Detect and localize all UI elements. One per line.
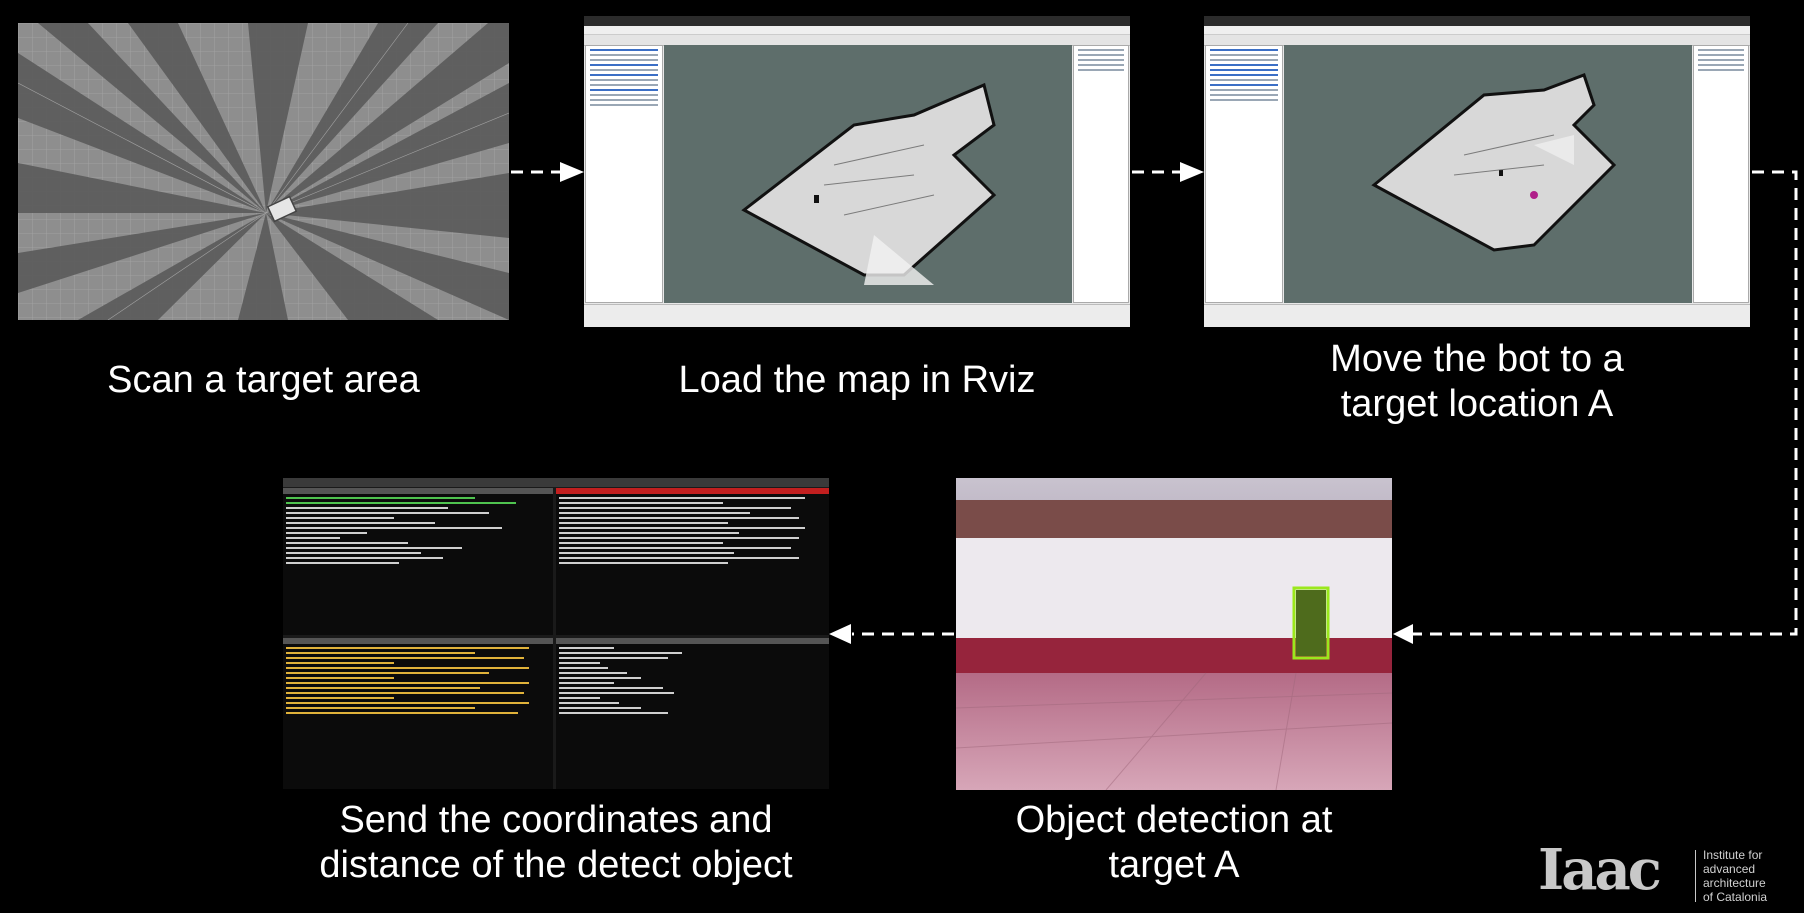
scan-image bbox=[18, 23, 509, 320]
terminal-screenshot bbox=[283, 478, 829, 789]
object-detection-photo bbox=[956, 478, 1392, 790]
terminal-top-right bbox=[556, 488, 829, 635]
rviz-3d-view bbox=[664, 45, 1072, 303]
logo-line3: architecture bbox=[1703, 876, 1766, 890]
logo-mark: Iaac bbox=[1538, 837, 1662, 903]
scan-rays-graphic bbox=[18, 23, 509, 320]
iaac-logo-icon: Iaac Institute for advanced architecture… bbox=[1538, 840, 1804, 906]
caption-load-map: Load the map in Rviz bbox=[584, 358, 1130, 403]
caption-detect: Object detection at target A bbox=[956, 798, 1392, 888]
terminal-top-left bbox=[283, 488, 553, 635]
displays-panel bbox=[585, 45, 663, 303]
caption-detect-line1: Object detection at bbox=[1015, 799, 1333, 841]
caption-move-line2: target location A bbox=[1340, 383, 1614, 425]
rviz-map-screenshot bbox=[584, 16, 1130, 327]
displays-panel bbox=[1205, 45, 1283, 303]
caption-load-map-text: Load the map in Rviz bbox=[678, 359, 1036, 401]
logo-line2: advanced bbox=[1703, 862, 1756, 876]
caption-move-line1: Move the bot to a bbox=[1330, 338, 1624, 380]
caption-scan-text: Scan a target area bbox=[107, 359, 420, 401]
detection-bounding-box bbox=[1292, 586, 1330, 660]
caption-send-line2: distance of the detect object bbox=[319, 844, 793, 886]
views-panel bbox=[1073, 45, 1129, 303]
views-panel bbox=[1693, 45, 1749, 303]
caption-send: Send the coordinates and distance of the… bbox=[283, 798, 829, 888]
caption-detect-line2: target A bbox=[1108, 844, 1240, 886]
caption-send-line1: Send the coordinates and bbox=[339, 799, 773, 841]
rviz-3d-view bbox=[1284, 45, 1692, 303]
logo-line4: of Catalonia bbox=[1703, 890, 1768, 904]
caption-scan: Scan a target area bbox=[18, 358, 509, 403]
logo-line1: Institute for bbox=[1703, 848, 1763, 862]
caption-move: Move the bot to a target location A bbox=[1204, 337, 1750, 427]
rviz-target-screenshot bbox=[1204, 16, 1750, 327]
terminal-bottom-left bbox=[283, 638, 553, 789]
terminal-bottom-right bbox=[556, 638, 829, 789]
dashed-arrow-icon bbox=[1408, 170, 1798, 636]
